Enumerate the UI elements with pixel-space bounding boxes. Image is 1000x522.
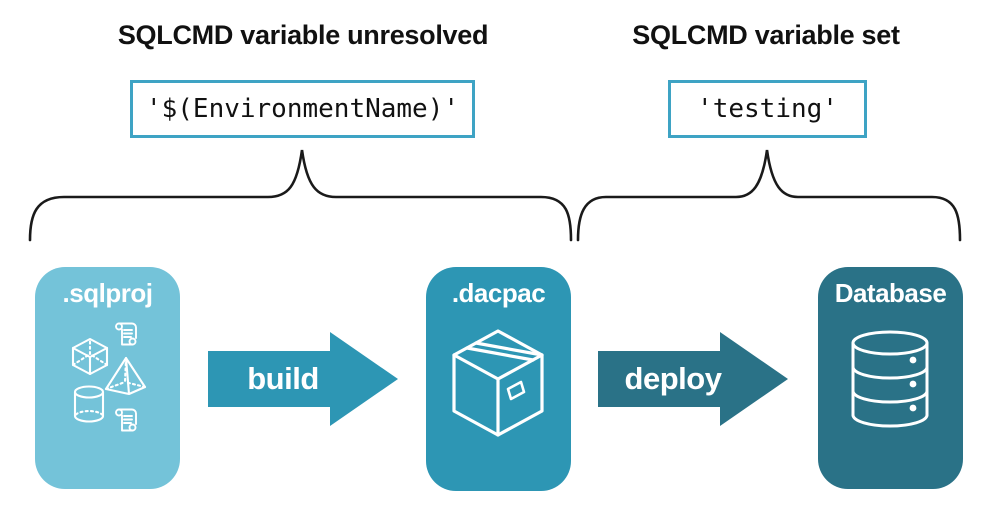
- stage-label-dacpac: .dacpac: [451, 278, 546, 308]
- heading-sqlcmd-set: SQLCMD variable set: [632, 20, 900, 50]
- stage-card-database: Database: [818, 267, 963, 489]
- grouping-braces: [28, 149, 962, 242]
- database-cylinder-icon: [851, 330, 929, 428]
- stage-label-sqlproj: .sqlproj: [62, 278, 153, 308]
- deploy-arrow: deploy: [598, 330, 790, 428]
- build-arrow: build: [208, 330, 400, 428]
- code-box-testing-value: 'testing': [668, 80, 867, 138]
- stage-card-dacpac: .dacpac: [426, 267, 571, 491]
- cylinder-icon: [73, 385, 105, 423]
- arrow-shape: [598, 332, 788, 426]
- right-brace: [576, 149, 962, 242]
- left-brace: [28, 149, 573, 242]
- cube-icon: [71, 337, 109, 376]
- package-box-icon: [452, 329, 544, 437]
- build-arrow-label: build: [247, 361, 319, 396]
- sql-script-icon: [115, 322, 137, 346]
- code-box-environment-variable: '$(EnvironmentName)': [130, 80, 475, 138]
- sql-script-icon: [115, 408, 137, 432]
- stage-card-sqlproj: .sqlproj: [35, 267, 180, 489]
- deploy-arrow-label: deploy: [624, 361, 722, 396]
- pyramid-icon: [104, 356, 147, 396]
- stage-label-database: Database: [834, 278, 947, 308]
- heading-sqlcmd-unresolved: SQLCMD variable unresolved: [117, 20, 489, 50]
- code-testing-value: 'testing': [697, 94, 838, 124]
- arrow-shape: [208, 332, 398, 426]
- code-environment-variable: '$(EnvironmentName)': [145, 94, 460, 124]
